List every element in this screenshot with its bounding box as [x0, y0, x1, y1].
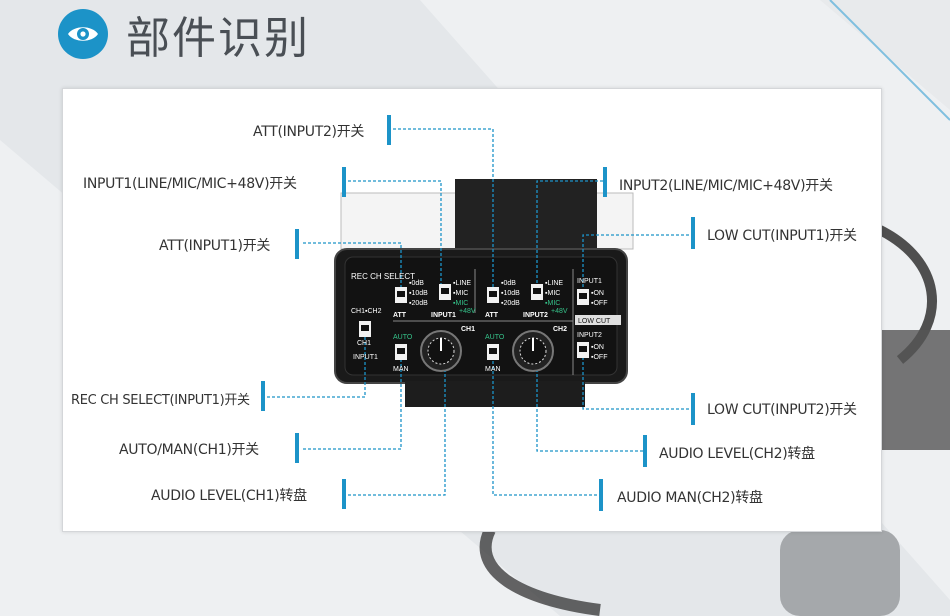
callout-bars — [261, 115, 695, 511]
input2-line-mic-switch — [531, 284, 543, 300]
lc1-off: ▪OFF — [591, 300, 607, 307]
in2-mic48a: ▪MIC — [545, 300, 560, 307]
low-cut-input2-switch — [577, 342, 589, 358]
att1-10db: ▪10dB — [409, 290, 428, 297]
in1-line: ▪LINE — [453, 280, 471, 287]
att2-label: ATT — [485, 312, 499, 319]
leader-lines — [267, 128, 689, 496]
att1-20db: ▪20dB — [409, 300, 428, 307]
in2-input-label: INPUT2 — [523, 312, 548, 319]
header: 部件识别 — [58, 6, 310, 64]
ch2-auto: AUTO — [485, 334, 505, 341]
att2-0db: ▪0dB — [501, 280, 516, 287]
audio-level-ch1-dial — [420, 330, 462, 372]
input1-line-mic-switch — [439, 284, 451, 300]
eye-icon — [58, 9, 108, 59]
att-input2-switch — [487, 287, 499, 303]
low-cut-input1-switch — [577, 289, 589, 305]
input1-text: INPUT1 — [353, 354, 378, 361]
callout-att-input1: ATT(INPUT1)开关 — [159, 238, 271, 254]
lc-input2-bottom: INPUT2 — [577, 332, 602, 339]
ch1-text: CH1 — [357, 340, 371, 347]
in2-mic: ▪MIC — [545, 290, 560, 297]
lc2-on: ▪ON — [591, 344, 604, 351]
auto-man-ch2-switch — [487, 344, 499, 360]
low-cut-plate: LOW CUT — [578, 318, 611, 325]
diagram-panel: REC CH SELECT CH1▪CH2 CH1 INPUT1 ATT ▪0d… — [62, 88, 882, 532]
in1-input-label: INPUT1 — [431, 312, 456, 319]
att2-10db: ▪10dB — [501, 290, 520, 297]
callout-audio-man-ch2: AUDIO MAN(CH2)转盘 — [617, 490, 763, 506]
ch1-man: MAN — [393, 366, 409, 373]
lc2-off: ▪OFF — [591, 354, 607, 361]
callout-auto-man-ch1: AUTO/MAN(CH1)开关 — [119, 442, 259, 458]
ch2-section-label: CH2 — [553, 326, 567, 333]
callout-audio-level-ch1: AUDIO LEVEL(CH1)转盘 — [151, 488, 307, 504]
lc-input1-top: INPUT1 — [577, 278, 602, 285]
att1-label: ATT — [393, 312, 407, 319]
device-diagram: REC CH SELECT CH1▪CH2 CH1 INPUT1 ATT ▪0d… — [261, 115, 695, 511]
in1-mic48b: +48V — [459, 308, 476, 315]
ch1-auto: AUTO — [393, 334, 413, 341]
audio-level-ch2-dial — [512, 330, 554, 372]
callout-att-input2: ATT(INPUT2)开关 — [253, 124, 365, 140]
callout-input2-line-mic: INPUT2(LINE/MIC/MIC+48V)开关 — [619, 178, 833, 194]
in2-mic48b: +48V — [551, 308, 568, 315]
auto-man-ch1-switch — [395, 344, 407, 360]
rec-ch-select-label: REC CH SELECT — [351, 272, 415, 281]
ch1-ch2-label: CH1▪CH2 — [351, 308, 382, 315]
device-mount — [455, 179, 597, 249]
device-base — [405, 381, 585, 407]
callout-low-cut-input1: LOW CUT(INPUT1)开关 — [707, 228, 857, 244]
lc1-on: ▪ON — [591, 290, 604, 297]
in2-line: ▪LINE — [545, 280, 563, 287]
ch2-man: MAN — [485, 366, 501, 373]
callout-audio-level-ch2: AUDIO LEVEL(CH2)转盘 — [659, 446, 815, 462]
in1-mic48a: ▪MIC — [453, 300, 468, 307]
callout-rec-ch-select: REC CH SELECT(INPUT1)开关 — [71, 393, 250, 408]
callout-input1-line-mic: INPUT1(LINE/MIC/MIC+48V)开关 — [83, 176, 297, 192]
in1-mic: ▪MIC — [453, 290, 468, 297]
att-input1-switch — [395, 287, 407, 303]
callout-low-cut-input2: LOW CUT(INPUT2)开关 — [707, 402, 857, 418]
ch1-section-label: CH1 — [461, 326, 475, 333]
att1-0db: ▪0dB — [409, 280, 424, 287]
att2-20db: ▪20dB — [501, 300, 520, 307]
page-title: 部件识别 — [126, 13, 310, 64]
rec-ch-select-switch — [359, 321, 371, 337]
